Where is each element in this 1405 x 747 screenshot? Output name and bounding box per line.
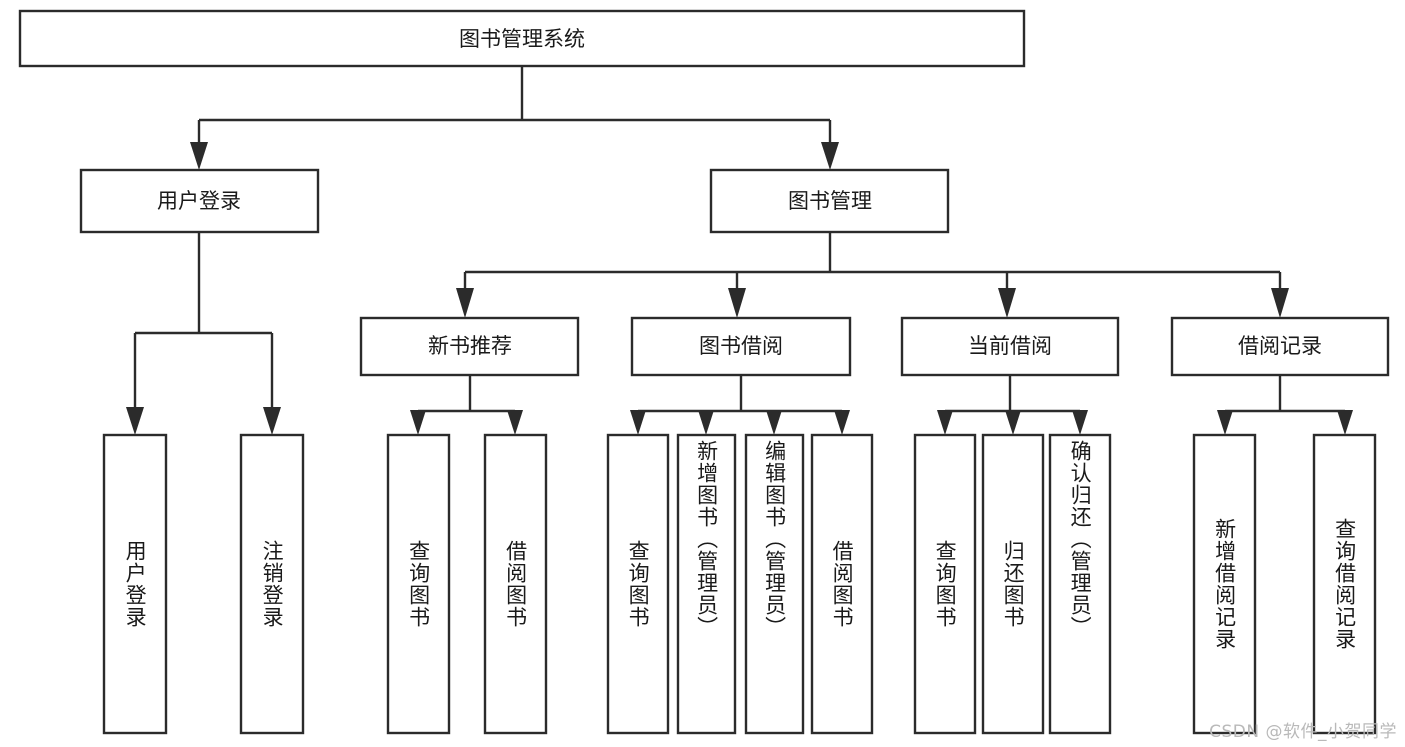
node-root-box — [18, 9, 1026, 68]
node-user-login[interactable]: 用户登录 — [79, 168, 320, 234]
node-borrow-record-box — [1170, 316, 1390, 377]
node-book-borrow[interactable]: 图书借阅 — [630, 316, 852, 377]
leaf-box-return-book[interactable] — [981, 433, 1045, 735]
node-book-borrow-box — [630, 316, 852, 377]
arrow-bookmgmt-to-current — [998, 288, 1016, 318]
leaf-box-add-book-admin[interactable] — [676, 433, 737, 735]
leaf-box-query-book-current[interactable] — [913, 433, 977, 735]
node-root-label: 图书管理系统 — [459, 27, 585, 51]
arrow-borrow-to-leaf-4 — [834, 410, 850, 435]
leaf-box-confirm-return-admin[interactable] — [1048, 433, 1112, 735]
leaf-box-add-borrow-record[interactable] — [1192, 433, 1257, 735]
connectors — [126, 66, 1353, 435]
arrow-bookmgmt-to-newbook — [456, 288, 474, 318]
leaf-box-borrow-book-borrow[interactable] — [810, 433, 874, 735]
node-book-management-label: 图书管理 — [788, 189, 872, 213]
arrow-userlogin-to-leaf-2 — [263, 407, 281, 435]
leaf-box-query-borrow-record[interactable] — [1312, 433, 1377, 735]
leaf-box-borrow-book-newbook[interactable] — [483, 433, 548, 735]
node-root[interactable]: 图书管理系统 — [18, 9, 1026, 68]
node-current-borrow[interactable]: 当前借阅 — [900, 316, 1120, 377]
arrow-bookmgmt-to-record — [1271, 288, 1289, 318]
leaf-box-query-book-newbook[interactable] — [386, 433, 451, 735]
arrow-borrow-to-leaf-2 — [698, 410, 714, 435]
node-book-management-box — [709, 168, 950, 234]
arrow-record-to-leaf-1 — [1217, 410, 1233, 435]
leaf-box-query-book-borrow[interactable] — [606, 433, 670, 735]
arrow-current-to-leaf-2 — [1005, 410, 1021, 435]
arrow-current-to-leaf-3 — [1072, 410, 1088, 435]
node-new-book-recommend-box — [359, 316, 580, 377]
node-book-borrow-label: 图书借阅 — [699, 334, 783, 358]
arrow-current-to-leaf-1 — [937, 410, 953, 435]
node-borrow-record[interactable]: 借阅记录 — [1170, 316, 1390, 377]
node-user-login-label: 用户登录 — [157, 189, 241, 213]
arrow-root-to-book-mgmt — [821, 142, 839, 170]
leaf-box-edit-book-admin[interactable] — [744, 433, 805, 735]
arrow-userlogin-to-leaf-1 — [126, 407, 144, 435]
leaf-box-logout[interactable] — [239, 433, 305, 735]
csdn-watermark: CSDN @软件_小贺同学 — [1209, 722, 1397, 742]
node-new-book-recommend[interactable]: 新书推荐 — [359, 316, 580, 377]
node-current-borrow-box — [900, 316, 1120, 377]
node-new-book-recommend-label: 新书推荐 — [428, 334, 512, 358]
leaf-nodes — [102, 433, 1377, 735]
arrow-bookmgmt-to-borrow — [728, 288, 746, 318]
node-book-management[interactable]: 图书管理 — [709, 168, 950, 234]
node-user-login-box — [79, 168, 320, 234]
node-borrow-record-label: 借阅记录 — [1238, 334, 1322, 358]
arrow-newbook-to-leaf-1 — [410, 410, 426, 435]
arrow-borrow-to-leaf-3 — [766, 410, 782, 435]
arrow-record-to-leaf-2 — [1337, 410, 1353, 435]
arrow-borrow-to-leaf-1 — [630, 410, 646, 435]
leaf-box-user-login[interactable] — [102, 433, 168, 735]
arrow-newbook-to-leaf-2 — [507, 410, 523, 435]
node-current-borrow-label: 当前借阅 — [968, 334, 1052, 358]
arrow-root-to-user-login — [190, 142, 208, 170]
